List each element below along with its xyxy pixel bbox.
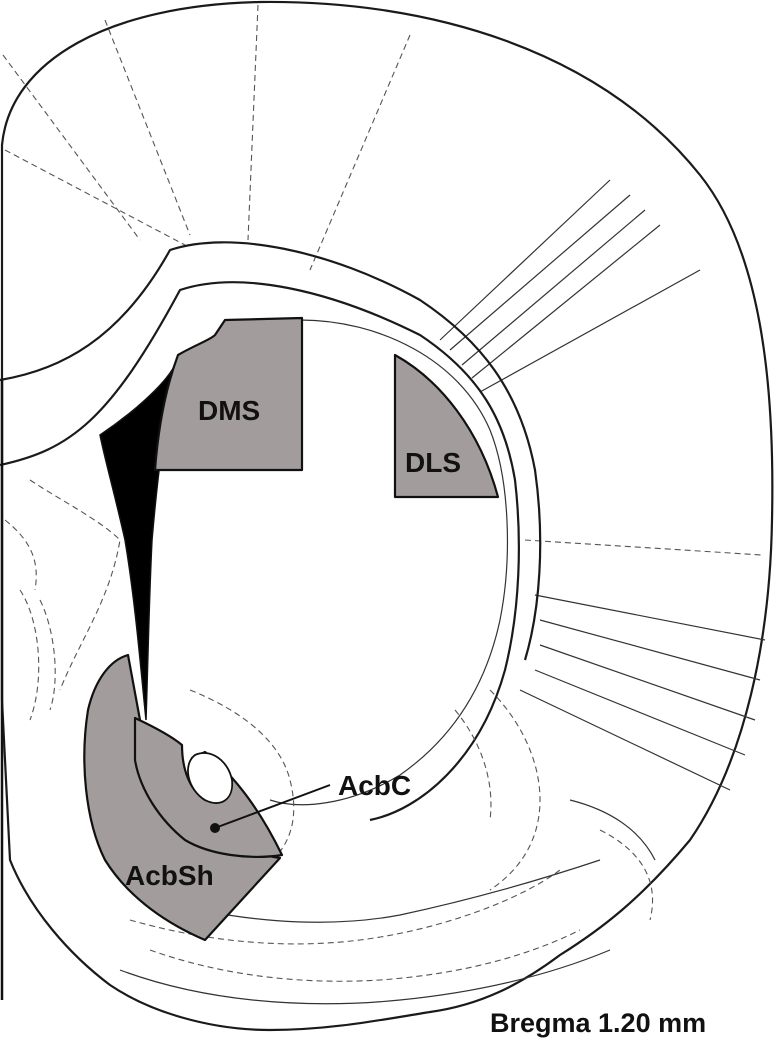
striatum-outline [269, 319, 508, 806]
acbc-pointer-line [214, 784, 331, 829]
cortical-boundaries [2, 4, 766, 791]
acbc-label: AcbC [338, 770, 411, 801]
dms-label: DMS [198, 395, 260, 426]
dls-label: DLS [405, 447, 461, 478]
acbsh-label: AcbSh [125, 860, 214, 891]
dls-region [393, 353, 500, 499]
corpus-callosum-inner [0, 281, 520, 822]
corpus-callosum-outer [0, 241, 542, 661]
acbc-pointer-dot [210, 823, 220, 833]
anterior-commissure [187, 752, 233, 804]
ventral-contours [4, 479, 656, 1005]
bregma-caption: Bregma 1.20 mm [490, 1008, 706, 1038]
dms-region [153, 316, 304, 472]
